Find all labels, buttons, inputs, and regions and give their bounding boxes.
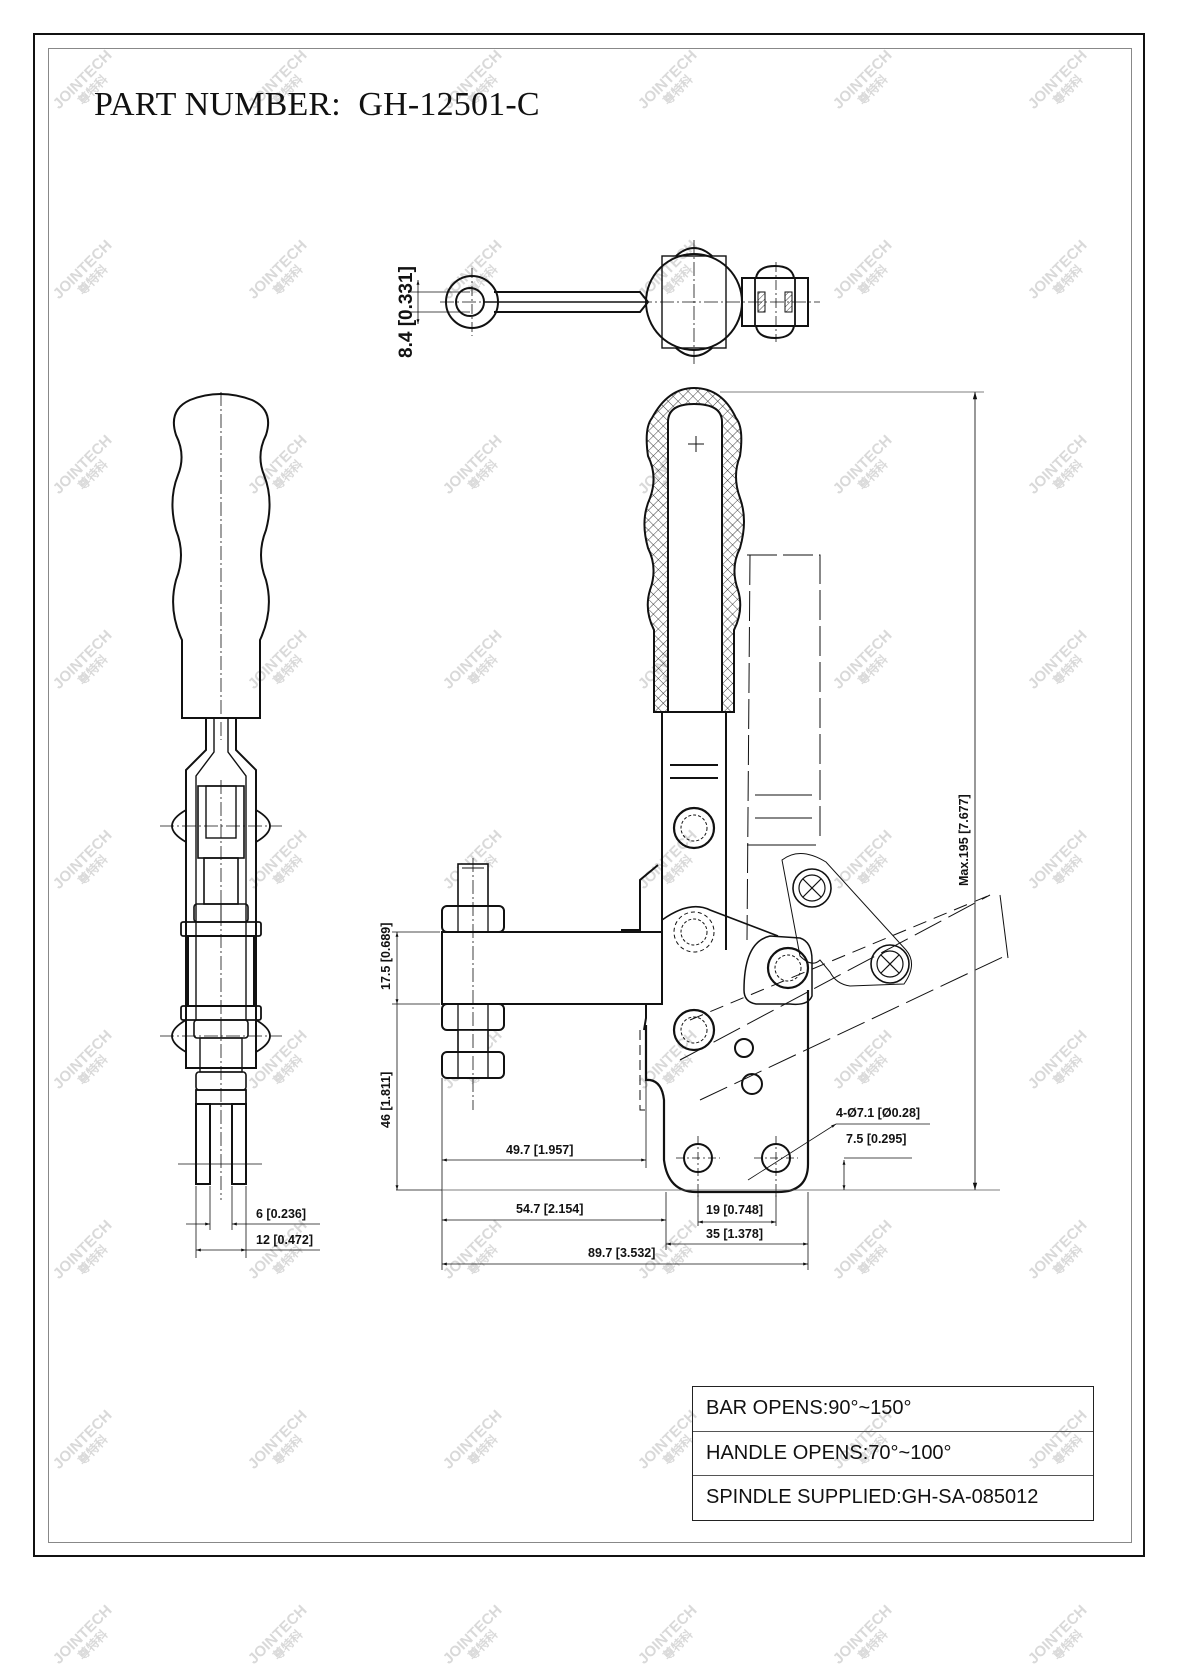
spec-bar-opens: BAR OPENS:90°~150° [693,1387,1093,1432]
dim-side-outer: 12 [0.472] [256,1233,313,1247]
front-view [392,386,1009,1270]
dim-overall-length: 89.7 [3.532] [588,1246,655,1260]
inner-frame [48,48,1132,1543]
dim-spindle-to-base-edge: 54.7 [2.154] [516,1202,583,1216]
dim-hole-offset: 7.5 [0.295] [846,1132,906,1146]
side-view [160,392,320,1258]
dim-spindle-to-body: 49.7 [1.957] [506,1143,573,1157]
dim-spindle-height: 17.5 [0.689] [379,923,393,990]
outer-frame [33,33,1145,1557]
dim-side-inner: 6 [0.236] [256,1207,306,1221]
dim-mounting-holes: 4-Ø7.1 [Ø0.28] [836,1106,920,1120]
spec-handle-opens: HANDLE OPENS:70°~100° [693,1432,1093,1476]
top-view [410,240,820,364]
dim-top-width: 8.4 [0.331] [396,266,417,358]
part-number-title: PART NUMBER: GH-12501-C [94,86,540,123]
dim-spindle-to-base: 46 [1.811] [379,1072,393,1128]
dim-max-height: Max.195 [7.677] [957,794,971,886]
spec-spindle-supplied: SPINDLE SUPPLIED:GH-SA-085012 [706,1486,1039,1508]
spec-table: BAR OPENS:90°~150° HANDLE OPENS:70°~100°… [692,1386,1094,1521]
dim-hole-spacing: 19 [0.748] [706,1203,763,1217]
dim-base-width: 35 [1.378] [706,1227,763,1241]
